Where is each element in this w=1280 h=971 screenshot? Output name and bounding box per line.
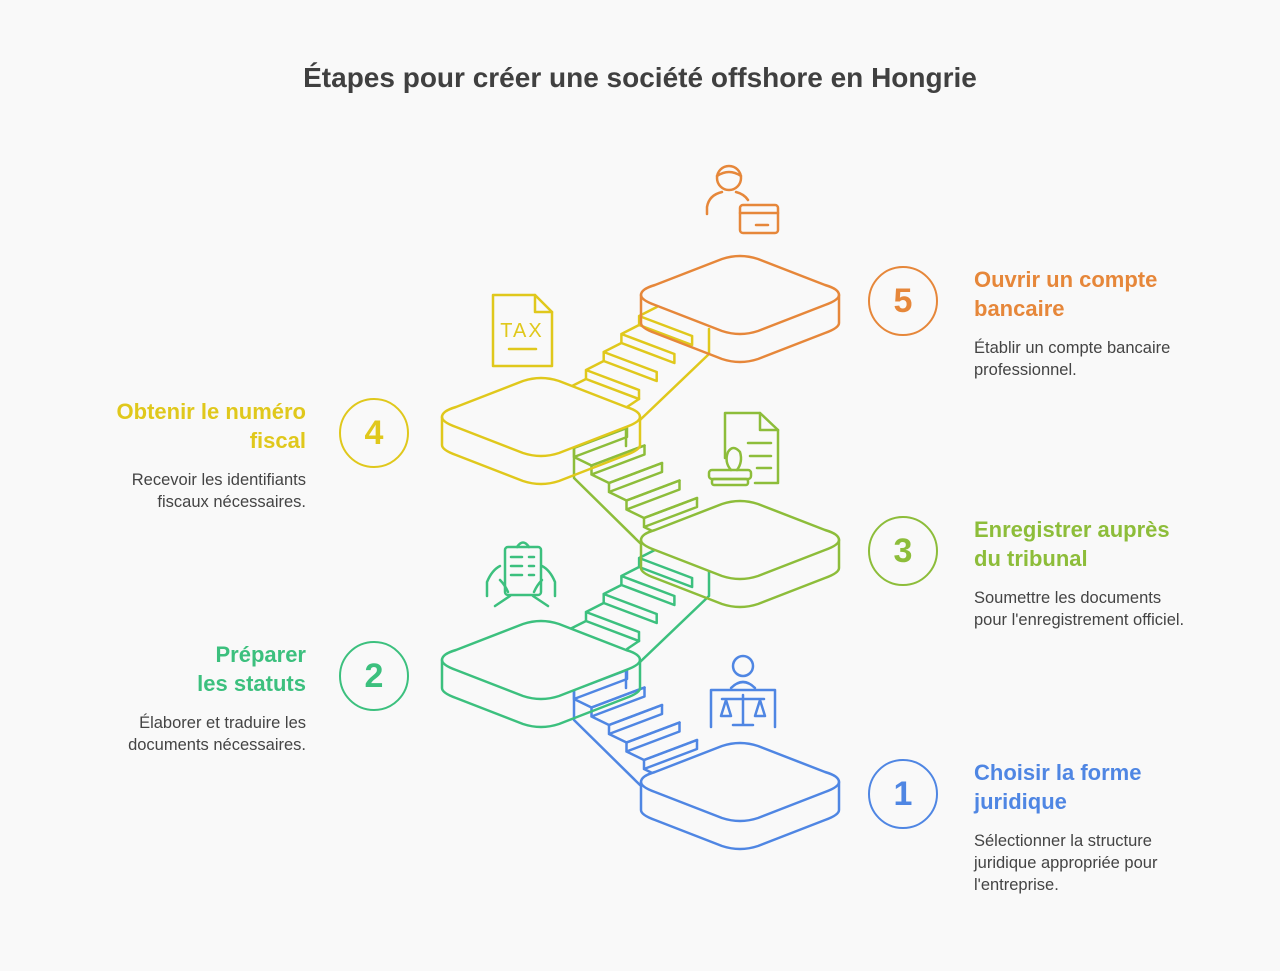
step-2-number-badge: 2 [339,641,409,711]
step-4-text: Obtenir le numéro fiscal Recevoir les id… [66,397,306,513]
platform-step-3 [639,499,841,609]
platform-step-1 [639,741,841,851]
step-4-title: Obtenir le numéro fiscal [116,399,306,453]
step-2-description: Élaborer et traduire les documents néces… [128,714,306,754]
step-5-text: Ouvrir un compte bancaire Établir un com… [974,265,1184,381]
step-2-text: Préparer les statuts Élaborer et traduir… [66,640,306,756]
step-3-number-badge: 3 [868,516,938,586]
tax-icon-label: TAX [500,320,543,342]
step-2-number: 2 [364,656,384,695]
step-4-number: 4 [364,413,384,452]
banker-card-icon [705,164,780,235]
step-4-number-badge: 4 [339,398,409,468]
platform-step-4 [440,376,642,486]
platform-step-2 [440,619,642,729]
step-3-number: 3 [893,531,913,570]
step-3-description: Soumettre les documents pour l'enregistr… [974,589,1185,629]
step-2-title: Préparer les statuts [197,642,306,696]
step-5-number-badge: 5 [868,266,938,336]
staircase-2-to-3 [568,530,711,664]
diagram-title: Étapes pour créer une société offshore e… [303,62,977,93]
step-5-title: Ouvrir un compte bancaire [974,267,1158,321]
step-1-title: Choisir la forme juridique [974,760,1142,814]
clipboard-hands-icon [485,541,557,608]
step-1-text: Choisir la forme juridique Sélectionner … [974,758,1204,896]
step-3-text: Enregistrer auprès du tribunal Soumettre… [974,515,1194,631]
step-1-number-badge: 1 [868,759,938,829]
judge-scale-icon [709,654,777,729]
step-3-title: Enregistrer auprès du tribunal [974,517,1170,571]
tax-document-icon [491,293,554,368]
platform-step-5 [639,254,841,364]
step-4-description: Recevoir les identifiants fiscaux nécess… [131,471,306,511]
step-5-number: 5 [893,281,913,320]
stamp-document-icon [707,411,780,487]
step-1-number: 1 [893,774,913,813]
step-1-description: Sélectionner la structure juridique appr… [974,832,1158,894]
staircase-4-to-5 [568,288,711,422]
step-5-description: Établir un compte bancaire professionnel… [974,339,1171,379]
